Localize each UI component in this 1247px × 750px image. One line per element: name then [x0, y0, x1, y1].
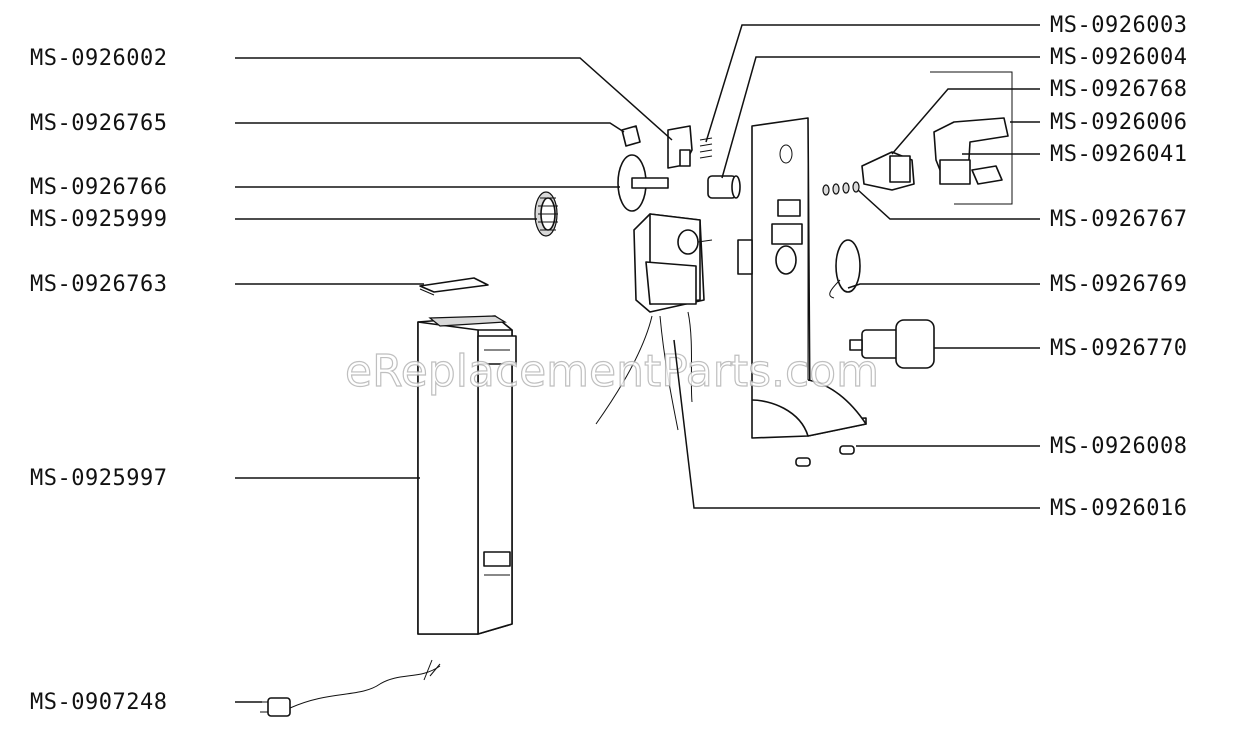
part-label-0926770[interactable]: MS-0926770 — [1050, 336, 1187, 361]
part-label-0926003[interactable]: MS-0926003 — [1050, 13, 1187, 38]
disc-part — [617, 154, 669, 212]
part-label-0926041[interactable]: MS-0926041 — [1050, 142, 1187, 167]
power-cord-part — [260, 659, 441, 717]
part-label-0907248[interactable]: MS-0907248 — [30, 690, 167, 715]
clip-part — [621, 125, 641, 147]
feet-part — [795, 445, 855, 467]
handle-part — [933, 117, 1009, 185]
watermark-text: eReplacementParts.com — [345, 346, 879, 397]
leader-lines — [235, 24, 1040, 703]
part-label-0926769[interactable]: MS-0926769 — [1050, 272, 1187, 297]
part-label-0925997[interactable]: MS-0925997 — [30, 466, 167, 491]
back-panel-part — [737, 117, 867, 439]
housing-column-part — [417, 315, 517, 635]
sleeve-part — [707, 175, 741, 199]
small-springs-part — [822, 181, 860, 196]
spring-part — [699, 137, 713, 159]
part-label-0926006[interactable]: MS-0926006 — [1050, 110, 1187, 135]
part-label-0926004[interactable]: MS-0926004 — [1050, 45, 1187, 70]
bracket-part — [667, 125, 693, 169]
switch-assembly-part — [861, 151, 915, 191]
part-label-0926768[interactable]: MS-0926768 — [1050, 77, 1187, 102]
part-label-0926766[interactable]: MS-0926766 — [30, 175, 167, 200]
plate-part — [419, 277, 489, 296]
seal-part — [829, 239, 861, 299]
gear-part — [534, 191, 558, 237]
motor-part — [595, 213, 713, 431]
part-label-0926763[interactable]: MS-0926763 — [30, 272, 167, 297]
part-label-0926765[interactable]: MS-0926765 — [30, 111, 167, 136]
part-label-0925999[interactable]: MS-0925999 — [30, 207, 167, 232]
part-label-0926008[interactable]: MS-0926008 — [1050, 434, 1187, 459]
part-label-0926016[interactable]: MS-0926016 — [1050, 496, 1187, 521]
pump-part — [849, 319, 935, 369]
part-label-0926002[interactable]: MS-0926002 — [30, 46, 167, 71]
part-label-0926767[interactable]: MS-0926767 — [1050, 207, 1187, 232]
